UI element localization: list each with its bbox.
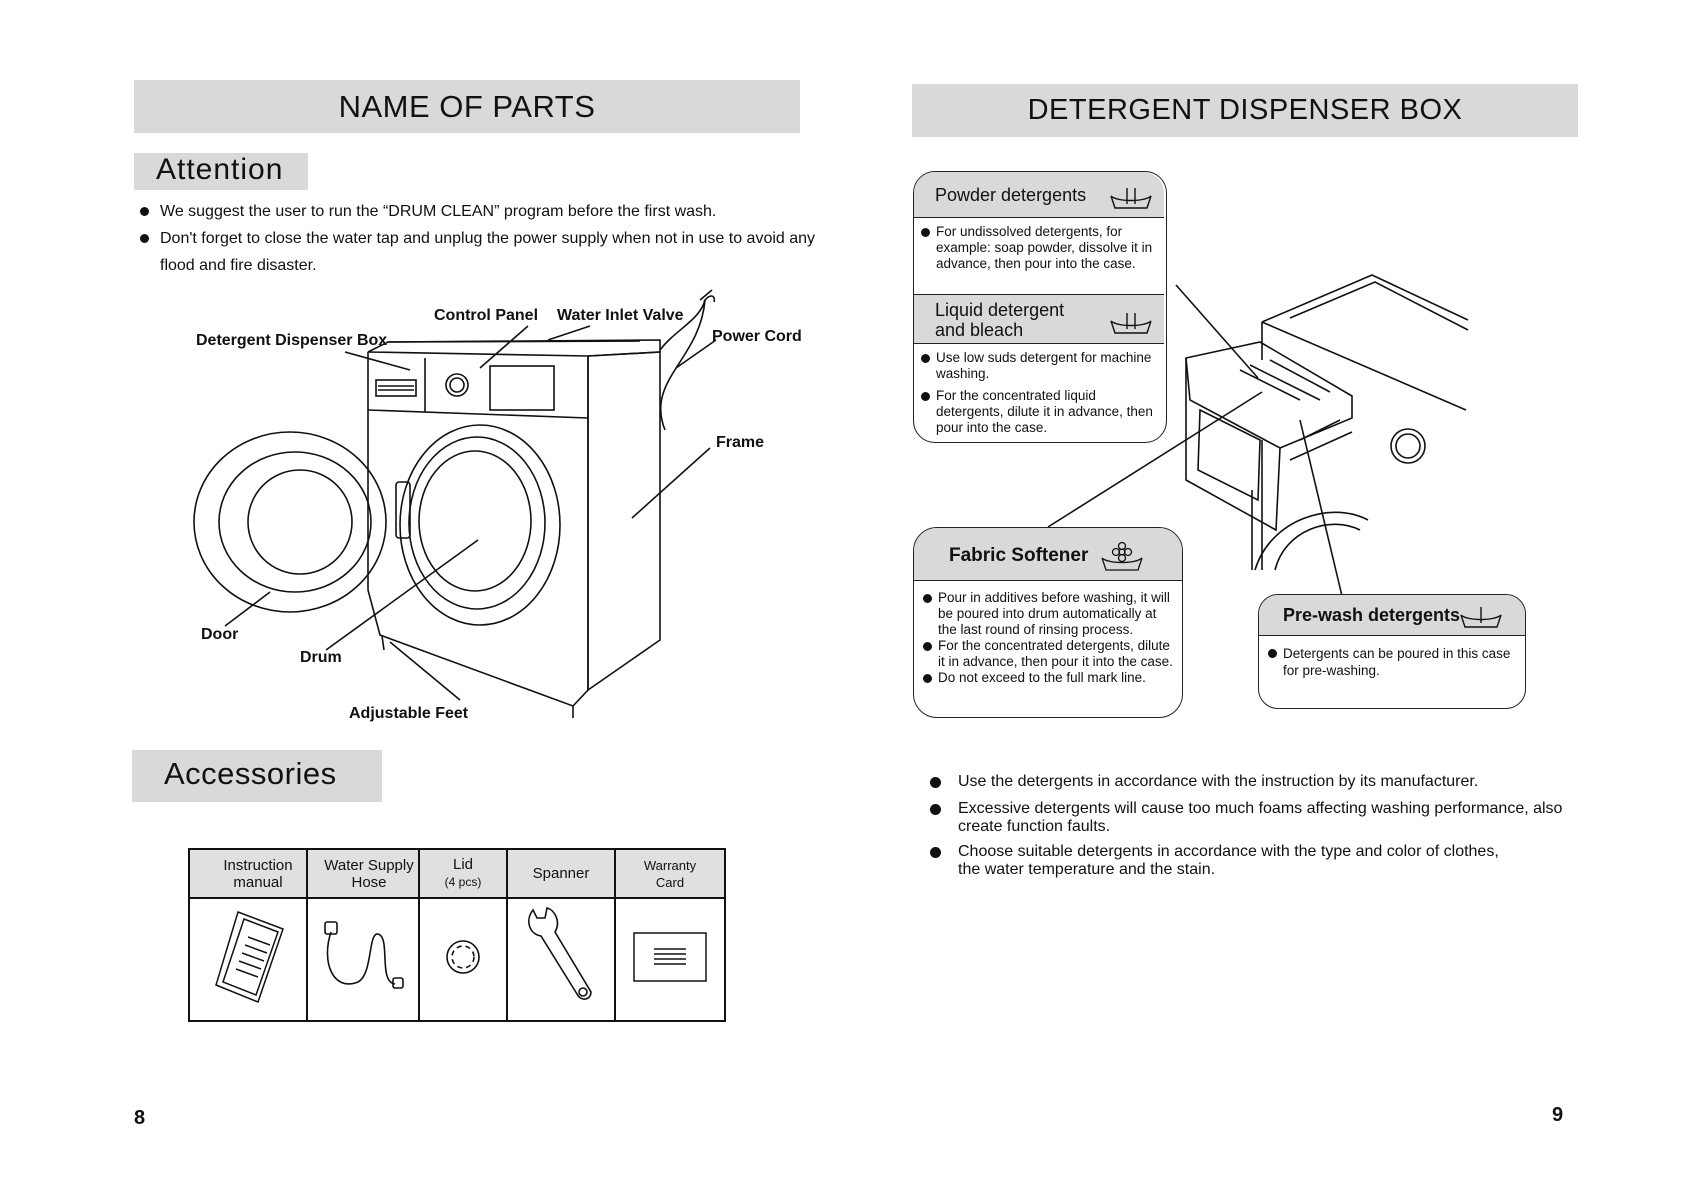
page-number-left: 8 bbox=[134, 1107, 146, 1129]
liquid-item: Use low suds detergent for machine washi… bbox=[916, 350, 1156, 382]
liquid-title-line1: Liquid detergent bbox=[935, 300, 1065, 320]
box-fabric-softener: Fabric Softener Pour in additives before… bbox=[913, 527, 1183, 718]
wash-basin-i-icon bbox=[1460, 607, 1502, 628]
note-item: Choose suitable detergents in accordance… bbox=[920, 843, 1518, 879]
label-drum: Drum bbox=[300, 649, 342, 666]
wash-basin-ii-icon bbox=[1110, 313, 1152, 334]
wash-basin-ii-icon bbox=[1110, 188, 1152, 209]
acc-col-spanner: Spanner bbox=[506, 848, 616, 899]
softener-body: Pour in additives before washing, it wil… bbox=[918, 590, 1174, 686]
softener-title: Fabric Softener bbox=[949, 545, 1089, 566]
attention-list: We suggest the user to run the “DRUM CLE… bbox=[138, 198, 828, 279]
label-water-inlet-valve: Water Inlet Valve bbox=[557, 307, 684, 324]
page-title-right: DETERGENT DISPENSER BOX bbox=[1027, 94, 1463, 126]
powder-item: For undissolved detergents, for example:… bbox=[916, 224, 1164, 272]
flower-icon bbox=[1101, 541, 1143, 571]
spanner-picture bbox=[506, 897, 616, 1022]
manual-icon bbox=[215, 911, 284, 1003]
acc-col-instruction-manual: Instruction manual bbox=[188, 848, 308, 899]
acc-col-lid: Lid (4 pcs) bbox=[418, 848, 508, 899]
powder-head: Powder detergents bbox=[914, 172, 1164, 218]
page-title-left: NAME OF PARTS bbox=[338, 89, 596, 124]
liquid-head: Liquid detergent and bleach bbox=[914, 294, 1164, 344]
label-frame: Frame bbox=[716, 434, 765, 451]
liquid-item: For the concentrated liquid detergents, … bbox=[916, 388, 1156, 436]
acc-col-water-supply-hose: Water Supply Hose bbox=[306, 848, 420, 899]
prewash-title: Pre-wash detergents bbox=[1283, 605, 1461, 625]
label-power-cord: Power Cord bbox=[712, 328, 802, 345]
page-number-right: 9 bbox=[1552, 1104, 1564, 1126]
note-item: Use the detergents in accordance with th… bbox=[920, 773, 1570, 791]
attention-heading: Attention bbox=[156, 153, 284, 186]
prewash-body: Detergents can be poured in this case fo… bbox=[1263, 645, 1519, 679]
lid-picture bbox=[418, 897, 508, 1022]
title-bar-detergent-dispenser-box: DETERGENT DISPENSER BOX bbox=[912, 84, 1578, 137]
warranty-card-icon bbox=[633, 932, 707, 982]
hose-picture bbox=[306, 897, 420, 1022]
label-control-panel: Control Panel bbox=[434, 307, 539, 324]
spanner-icon bbox=[528, 907, 592, 1000]
hose-icon bbox=[324, 921, 404, 989]
warranty-card-picture bbox=[614, 897, 726, 1022]
prewash-item: Detergents can be poured in this case fo… bbox=[1263, 645, 1519, 679]
accessories-bar: Accessories bbox=[132, 750, 382, 802]
label-adjustable-feet: Adjustable Feet bbox=[349, 705, 469, 722]
detergent-notes: Use the detergents in accordance with th… bbox=[920, 773, 1570, 886]
softener-item: Pour in additives before washing, it wil… bbox=[918, 590, 1174, 638]
softener-head: Fabric Softener bbox=[914, 528, 1182, 581]
lid-icon bbox=[446, 940, 480, 974]
liquid-title-line2: and bleach bbox=[935, 320, 1024, 340]
label-detergent-dispenser-box: Detergent Dispenser Box bbox=[196, 332, 388, 349]
attention-item: We suggest the user to run the “DRUM CLE… bbox=[138, 198, 828, 225]
attention-bar: Attention bbox=[134, 153, 308, 190]
accessories-table: Instruction manual Water Supply Hose Lid… bbox=[188, 848, 726, 1022]
attention-item: Don't forget to close the water tap and … bbox=[138, 225, 828, 279]
note-item: Excessive detergents will cause too much… bbox=[920, 800, 1570, 836]
softener-item: For the concentrated detergents, dilute … bbox=[918, 638, 1174, 670]
prewash-head: Pre-wash detergents bbox=[1259, 595, 1525, 636]
powder-body: For undissolved detergents, for example:… bbox=[916, 224, 1164, 272]
title-bar-name-of-parts: NAME OF PARTS bbox=[134, 80, 800, 133]
softener-item: Do not exceed to the full mark line. bbox=[918, 670, 1174, 686]
accessories-heading: Accessories bbox=[164, 756, 337, 791]
manual-picture bbox=[188, 897, 308, 1022]
box-prewash-detergents: Pre-wash detergents Detergents can be po… bbox=[1258, 594, 1526, 709]
liquid-body: Use low suds detergent for machine washi… bbox=[916, 350, 1156, 436]
powder-title: Powder detergents bbox=[935, 185, 1087, 205]
acc-col-warranty-card: Warranty Card bbox=[614, 848, 726, 899]
label-door: Door bbox=[201, 626, 239, 643]
